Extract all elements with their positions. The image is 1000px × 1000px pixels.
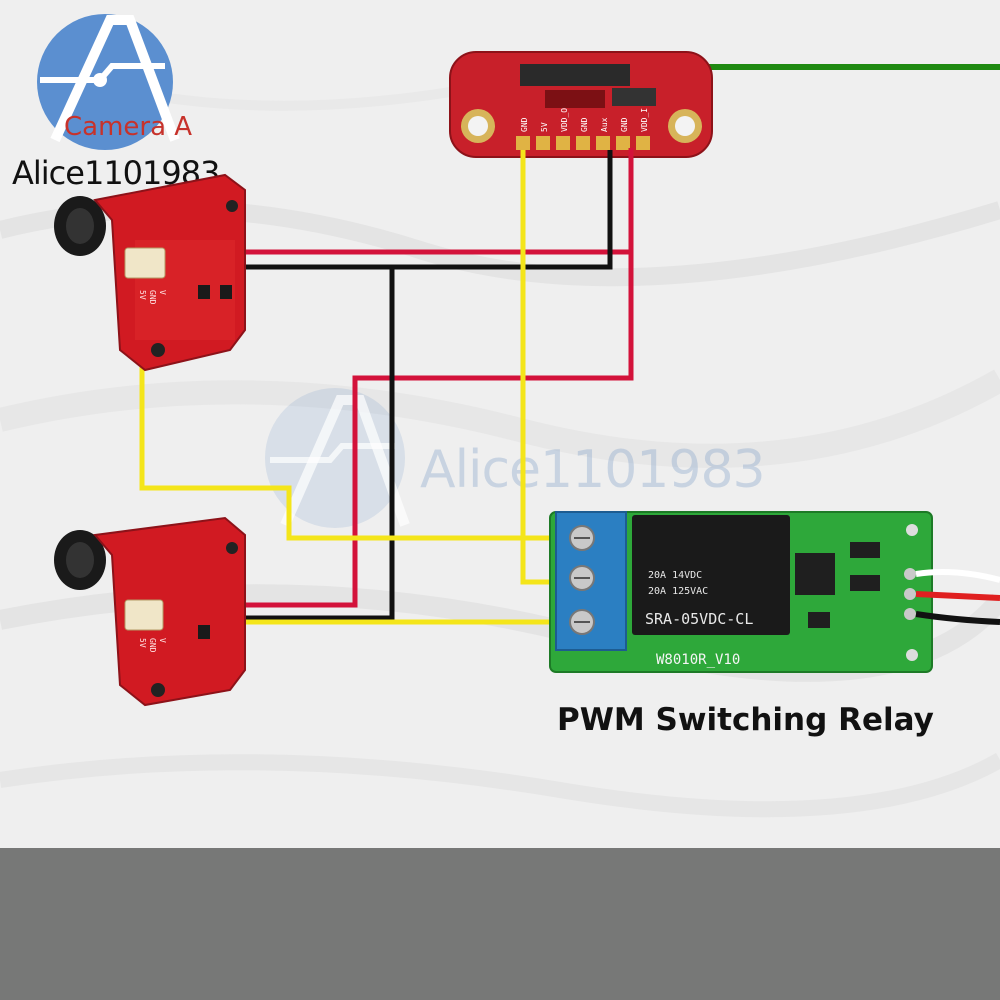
brand-logo: [37, 14, 180, 150]
board-code-label: W8010R_V10: [656, 652, 740, 668]
relay-title: PWM Switching Relay: [557, 702, 934, 738]
camera-b-pin-label: GND: [148, 638, 157, 653]
relay-board: [549, 511, 1000, 673]
camera-b-pin-label: 5V: [138, 638, 147, 648]
green-indicator-line: [455, 64, 1000, 70]
camera-a: [54, 173, 246, 372]
bottom-bar: [0, 848, 1000, 1000]
red-wire-top: [140, 148, 634, 608]
black-wire-top: [163, 150, 613, 270]
fc-pin-label: VDD_O: [560, 108, 569, 132]
fc-pin-label: GND: [580, 117, 589, 132]
camera-b-pin-labels: 5V GND V: [138, 638, 167, 653]
camera-a-pin-label: V: [158, 290, 167, 295]
fc-pin-label: 5V: [540, 122, 549, 132]
camera-a-pin-label: 5V: [138, 290, 147, 300]
yellow-wire-camera-a: [139, 262, 580, 541]
camera-b: [54, 516, 246, 707]
relay-rating-line-2: 20A 125VAC: [648, 586, 708, 597]
camera-b-pin-label: V: [158, 638, 167, 643]
relay-rating-line-1: 20A 14VDC: [648, 570, 702, 581]
fc-pin-label: Aux: [600, 117, 609, 132]
flight-controller-board: [449, 51, 713, 158]
camera-a-pin-label: GND: [148, 290, 157, 305]
flight-controller-pin-labels: GND 5V VDD_O GND Aux GND VDD_I: [520, 108, 649, 132]
camera-a-pin-labels: 5V GND V: [138, 290, 167, 305]
watermark-label: Alice1101983: [420, 440, 766, 500]
relay-model-label: SRA-05VDC-CL: [645, 610, 753, 628]
fc-pin-label: GND: [620, 117, 629, 132]
fc-pin-label: GND: [520, 117, 529, 132]
fc-pin-label: VDD_I: [640, 108, 649, 132]
camera-a-label: Camera A: [64, 112, 193, 142]
relay-board-text: 20A 14VDC 20A 125VAC SRA-05VDC-CL W8010R…: [645, 570, 753, 668]
